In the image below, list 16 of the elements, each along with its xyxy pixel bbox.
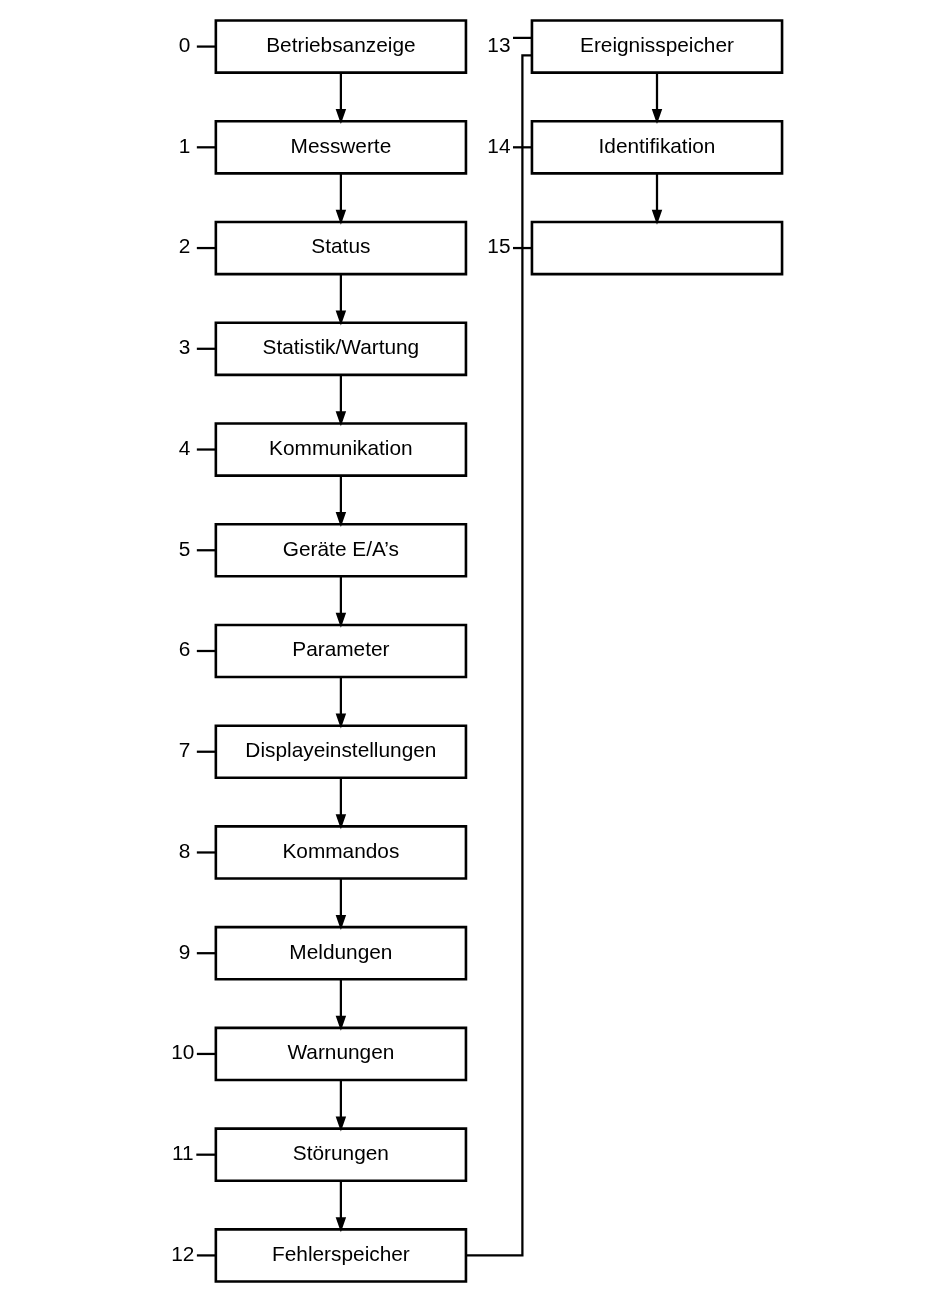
node-text: 10 — [170, 1040, 194, 1064]
node-text: 5 — [178, 536, 190, 560]
node-text: 7 — [178, 738, 190, 762]
node-text: 15 — [486, 234, 511, 258]
node-text: 0 — [178, 32, 190, 56]
node-text: 8 — [178, 838, 190, 862]
node-text: 3 — [178, 335, 190, 359]
node-text: 1 — [178, 133, 190, 157]
node-text: 11 — [171, 1141, 194, 1165]
node-text: 9 — [178, 939, 190, 963]
node-text: 14 — [486, 133, 511, 157]
node-text: 6 — [178, 637, 190, 661]
node-text: 12 — [170, 1241, 194, 1265]
node-text: 13 — [486, 32, 511, 56]
node-text: 4 — [178, 435, 190, 459]
node-text: 2 — [178, 234, 190, 258]
